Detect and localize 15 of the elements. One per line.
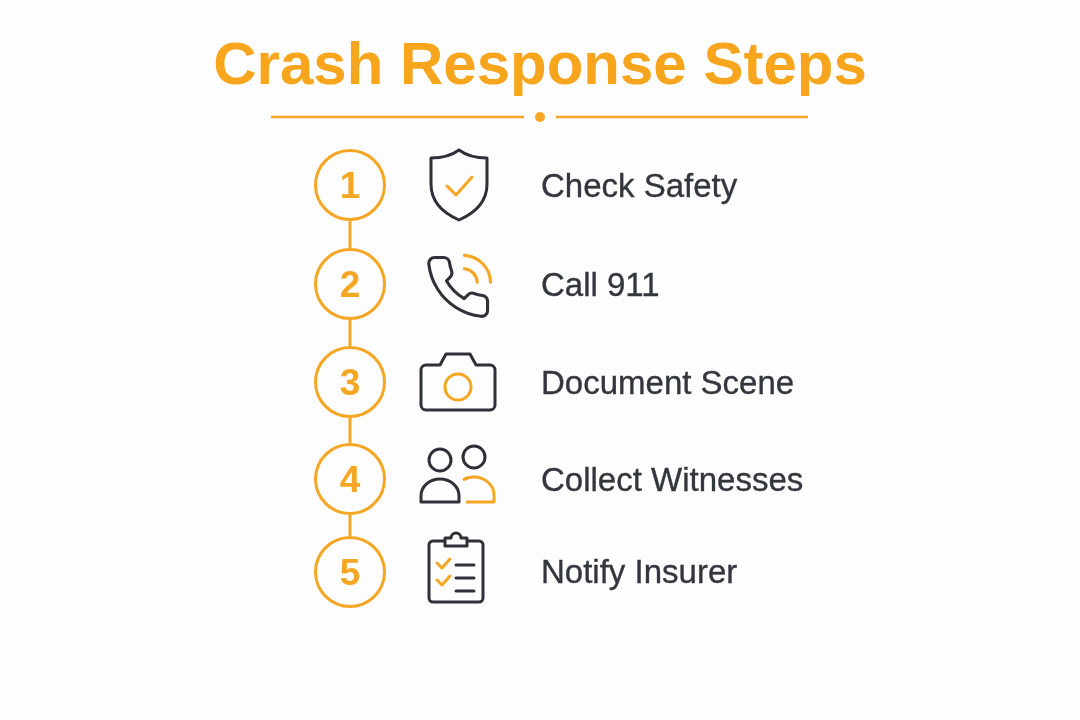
step-number: 4 xyxy=(339,460,361,498)
step-title: Notify Insurer xyxy=(541,552,738,592)
connector-line xyxy=(348,515,352,536)
title: Crash Response Steps xyxy=(213,34,867,94)
connector-line xyxy=(348,320,352,346)
step-number: 5 xyxy=(339,553,361,591)
step-title: Document Scene xyxy=(541,363,795,403)
step-number: 3 xyxy=(339,363,361,401)
step-number: 1 xyxy=(339,166,361,204)
connector-line xyxy=(348,221,352,248)
step-title: Collect Witnesses xyxy=(541,460,804,500)
connector-line xyxy=(348,418,352,443)
step-title: Check Safety xyxy=(541,166,738,206)
step-title: Call 911 xyxy=(541,265,660,305)
step-number: 2 xyxy=(339,265,361,303)
